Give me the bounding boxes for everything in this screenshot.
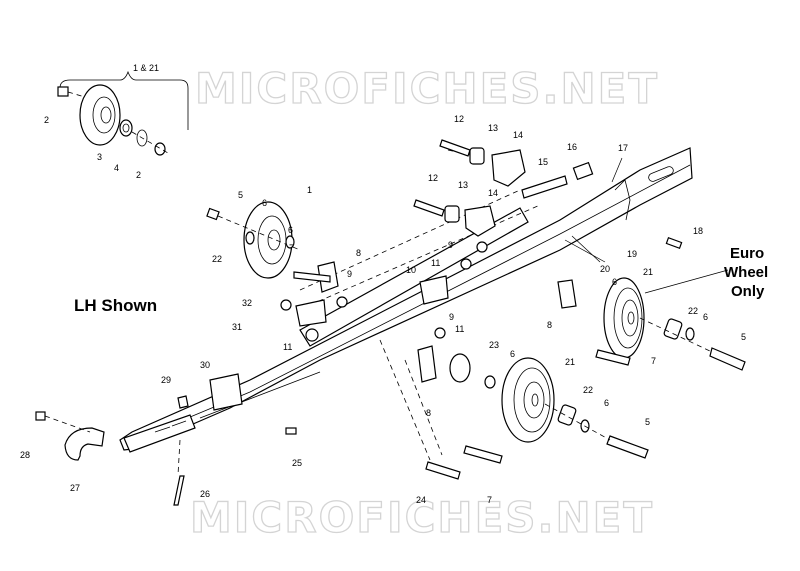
- callout-22: 22: [212, 254, 222, 264]
- callout-6: 6: [612, 277, 617, 287]
- callout-13: 13: [458, 180, 468, 190]
- inset-washer: [154, 142, 166, 156]
- watermark-top: MICROFICHES.NET: [195, 64, 659, 113]
- callout-23: 23: [489, 340, 499, 350]
- inset-bolt-head: [57, 86, 69, 97]
- callout-12: 12: [454, 114, 464, 124]
- callout-9: 9: [449, 312, 454, 322]
- watermark-bottom: MICROFICHES.NET: [190, 493, 654, 542]
- callout-8: 8: [547, 320, 552, 330]
- euro-wheel-21: [603, 277, 746, 371]
- callout-5: 5: [645, 417, 650, 427]
- callout-2: 2: [44, 115, 49, 125]
- euro-label-3: Only: [731, 283, 765, 300]
- callout-6: 6: [262, 198, 267, 208]
- callout-14: 14: [488, 188, 498, 198]
- callout-12: 12: [428, 173, 438, 183]
- callout-31: 31: [232, 322, 242, 332]
- callout-7: 7: [289, 243, 294, 253]
- inset-idler-wheel: [79, 84, 121, 146]
- callout-9: 9: [347, 269, 352, 279]
- callout-7: 7: [487, 495, 492, 505]
- idler-wheel-21: [501, 357, 649, 459]
- callout-17: 17: [618, 143, 628, 153]
- callout-24: 24: [416, 495, 426, 505]
- callout-4: 4: [114, 163, 119, 173]
- callout-9: 9: [448, 240, 453, 250]
- callout-6: 6: [604, 398, 609, 408]
- callout-11: 11: [455, 324, 464, 334]
- callout-6: 6: [510, 349, 515, 359]
- inset-bearing: [119, 119, 133, 137]
- callout-22: 22: [583, 385, 593, 395]
- callout-8: 8: [356, 248, 361, 258]
- hardware: [35, 139, 683, 506]
- inset-bracket: [59, 70, 189, 130]
- callout-28: 28: [20, 450, 30, 460]
- kit-callout: 1 & 21: [133, 63, 159, 73]
- callout-13: 13: [488, 123, 498, 133]
- callout-29: 29: [161, 375, 171, 385]
- inset-wheel-assembly: [57, 70, 189, 156]
- leader-lines: [564, 157, 729, 294]
- callout-numbers: 2 3 4 2 1 5 6 6 7 22 8 9 32 31 11 10 9 1…: [20, 114, 746, 505]
- euro-label-1: Euro: [730, 245, 764, 262]
- callout-5: 5: [741, 332, 746, 342]
- callout-10: 10: [406, 265, 416, 275]
- callout-11: 11: [431, 258, 440, 268]
- callout-14: 14: [513, 130, 523, 140]
- inset-snap-ring: [136, 129, 148, 147]
- callout-30: 30: [200, 360, 210, 370]
- callout-7: 7: [651, 356, 656, 366]
- callout-21: 21: [643, 267, 653, 277]
- callout-18: 18: [693, 226, 703, 236]
- callout-2: 2: [136, 170, 141, 180]
- callout-11: 11: [283, 342, 292, 352]
- callout-26: 26: [200, 489, 210, 499]
- suspension-arm: [299, 207, 529, 347]
- callout-27: 27: [70, 483, 80, 493]
- callout-8: 8: [426, 408, 431, 418]
- callout-1: 1: [307, 185, 312, 195]
- slide-rail-assembly: [64, 147, 693, 461]
- callout-22: 22: [688, 306, 698, 316]
- callout-3: 3: [97, 152, 102, 162]
- callout-32: 32: [242, 298, 252, 308]
- callout-25: 25: [292, 458, 302, 468]
- callout-16: 16: [567, 142, 577, 152]
- callout-15: 15: [538, 157, 548, 167]
- euro-label-2: Wheel: [724, 264, 768, 281]
- callout-19: 19: [627, 249, 637, 259]
- rail-tip: [64, 427, 105, 461]
- callout-6: 6: [703, 312, 708, 322]
- callout-21: 21: [565, 357, 575, 367]
- callout-6: 6: [288, 225, 293, 235]
- callout-20: 20: [600, 264, 610, 274]
- idler-wheel-1: [206, 201, 301, 279]
- lh-shown-label: LH Shown: [74, 296, 157, 315]
- callout-5: 5: [238, 190, 243, 200]
